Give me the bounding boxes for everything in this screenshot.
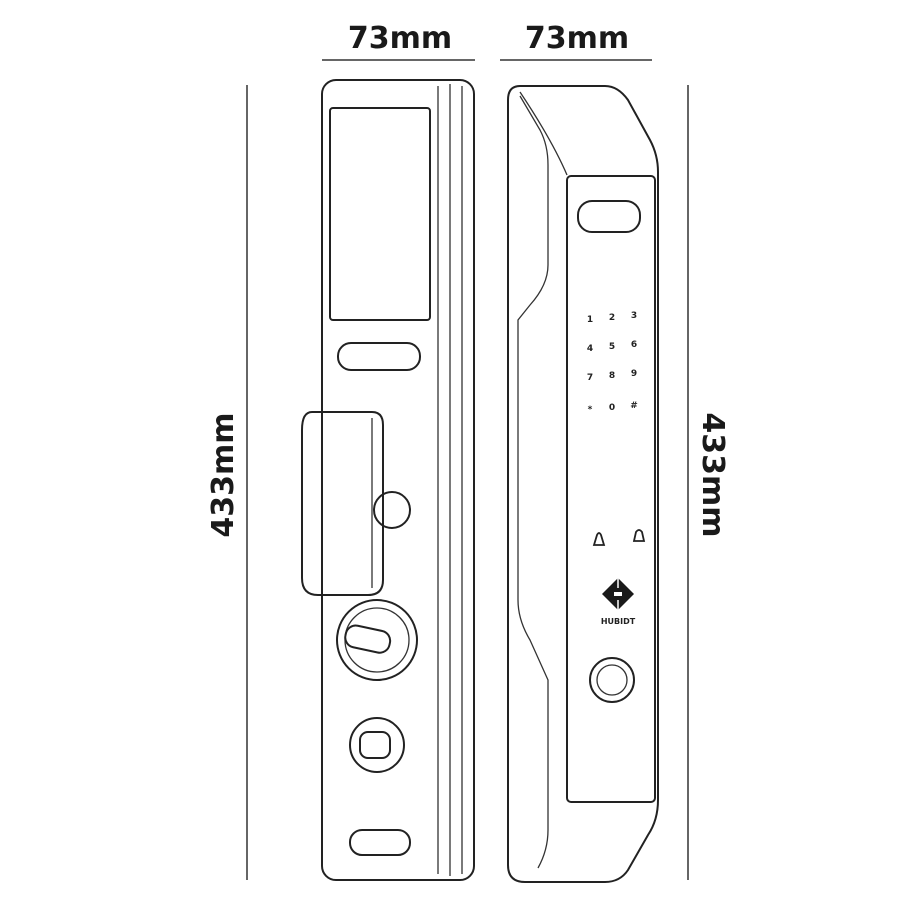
side-body <box>507 85 659 883</box>
key-cylinder <box>344 607 410 673</box>
logo-text: HUBIDT <box>601 617 636 626</box>
side-width-dimension: 73mm <box>500 21 652 61</box>
thumb-turn <box>349 717 405 773</box>
side-height-dimension: 433mm <box>687 85 730 880</box>
key-turn-knob <box>344 624 392 654</box>
front-slot-top <box>337 342 421 371</box>
front-height-label: 433mm <box>206 412 241 537</box>
thumb-turn-grip <box>359 731 391 759</box>
key-6[interactable]: 6 <box>631 340 637 350</box>
brand-logo: HUBIDT <box>601 578 636 626</box>
side-height-label: 433mm <box>695 412 730 537</box>
lock-side-view: 1 2 3 4 5 6 7 8 9 * 0 # HUBIDT <box>507 85 659 883</box>
key-1[interactable]: 1 <box>587 315 593 325</box>
front-slot-bottom <box>349 829 411 856</box>
side-profile-line <box>517 95 549 869</box>
front-height-dimension: 433mm <box>206 85 248 880</box>
face-recognition-sensor <box>577 200 641 233</box>
key-4[interactable]: 4 <box>587 344 593 354</box>
side-profile-line <box>519 91 568 176</box>
side-width-label: 73mm <box>525 21 629 56</box>
key-2[interactable]: 2 <box>609 313 615 323</box>
fingerprint-sensor-ring <box>589 657 635 703</box>
fingerprint-sensor[interactable] <box>596 664 628 696</box>
handle-base <box>373 491 411 529</box>
doorbell-icon[interactable] <box>632 529 646 542</box>
key-0[interactable]: 0 <box>609 403 615 413</box>
key-star[interactable]: * <box>588 405 593 415</box>
display-screen <box>329 107 431 321</box>
door-handle <box>301 411 384 596</box>
front-width-label: 73mm <box>348 21 452 56</box>
keypad-panel <box>566 175 656 803</box>
key-cylinder-ring <box>336 599 418 681</box>
lock-front-view <box>301 79 475 881</box>
key-hash[interactable]: # <box>630 401 638 411</box>
front-body <box>321 79 475 881</box>
key-8[interactable]: 8 <box>609 371 615 381</box>
keypad: 1 2 3 4 5 6 7 8 9 * 0 # <box>587 311 638 415</box>
key-5[interactable]: 5 <box>609 342 615 352</box>
key-3[interactable]: 3 <box>631 311 637 321</box>
front-width-dimension: 73mm <box>322 21 475 61</box>
doorbell-icon[interactable] <box>592 532 606 546</box>
key-7[interactable]: 7 <box>587 373 593 383</box>
key-9[interactable]: 9 <box>631 369 637 379</box>
